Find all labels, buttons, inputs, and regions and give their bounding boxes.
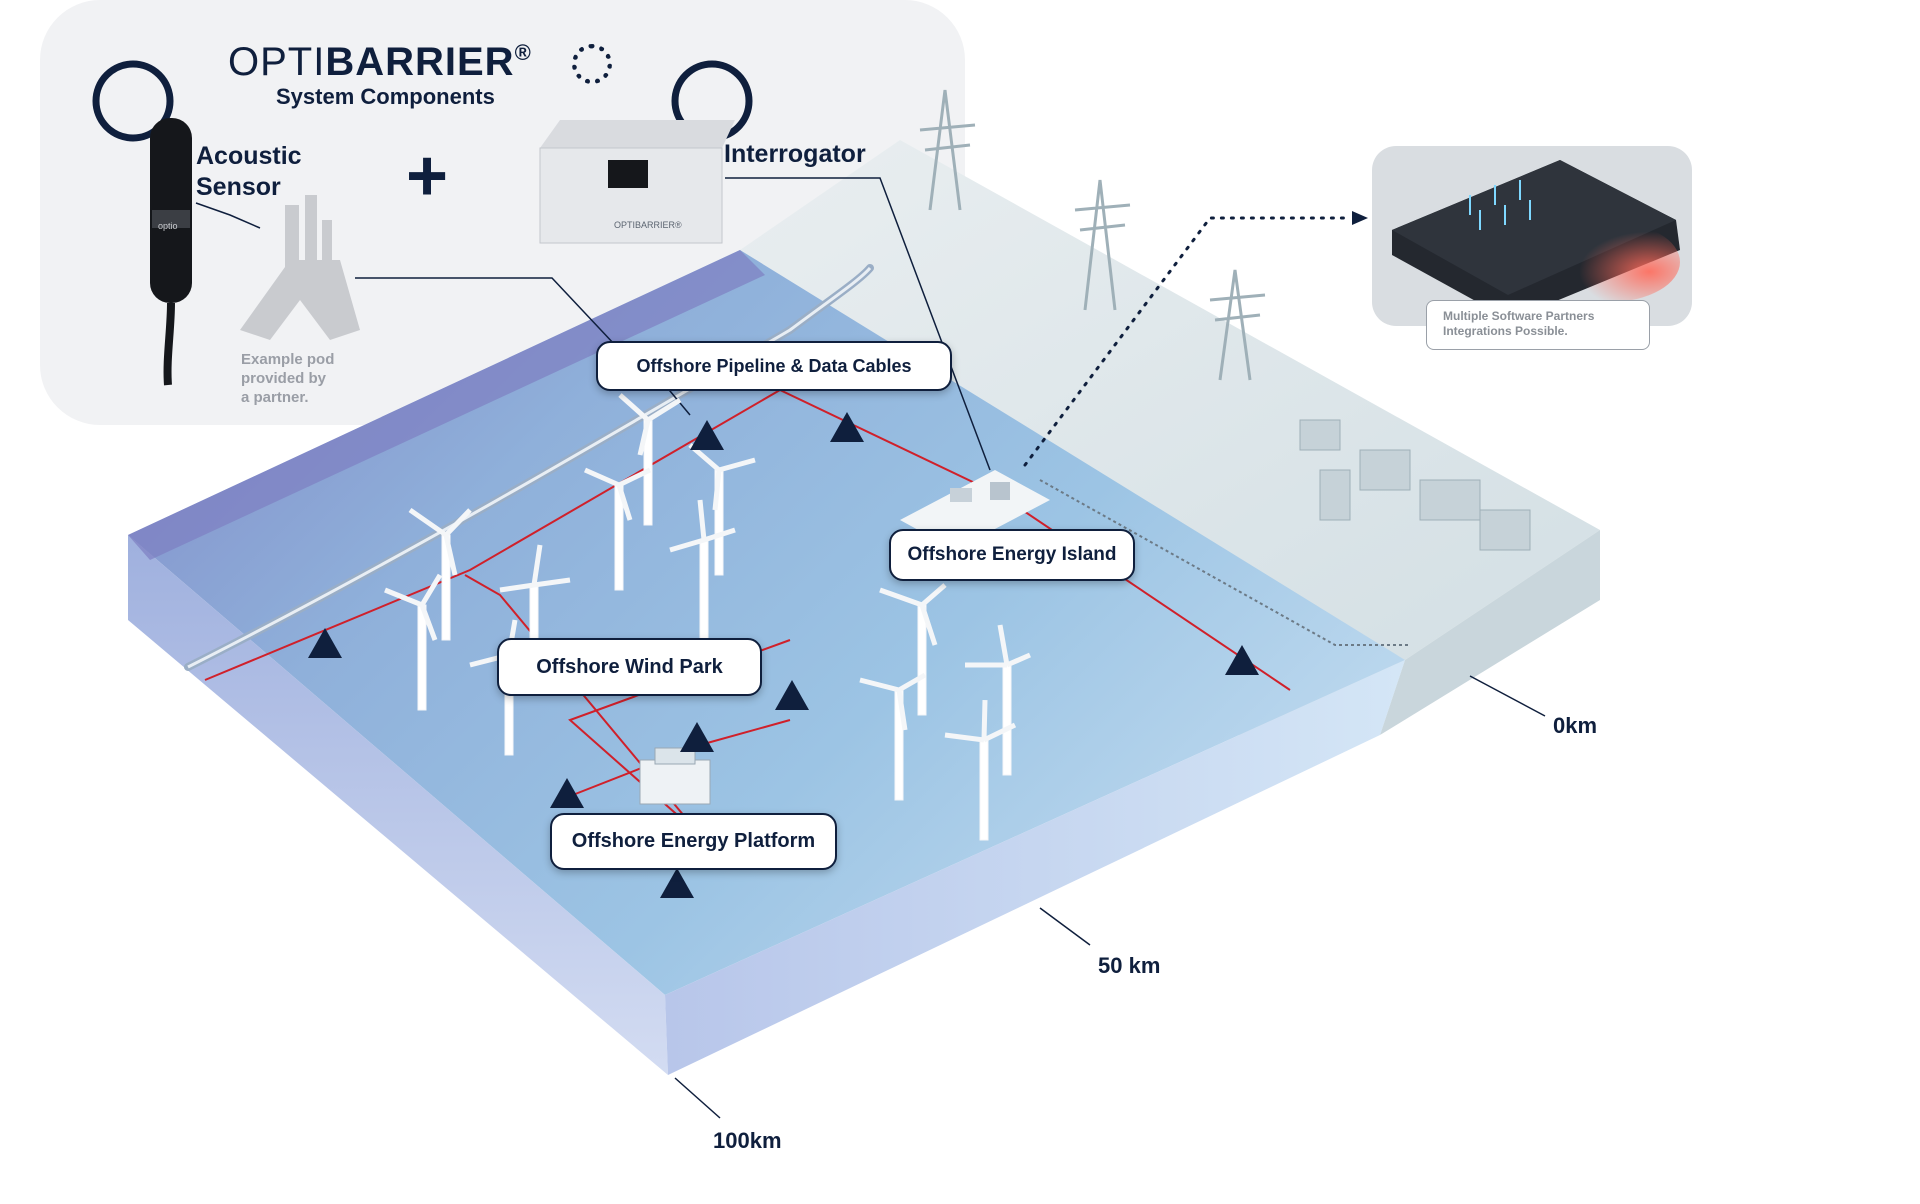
example-pod-image bbox=[240, 195, 360, 340]
logo-ring-icon bbox=[572, 44, 612, 84]
pipeline-label: Offshore Pipeline & Data Cables bbox=[596, 341, 952, 391]
dotted-connector bbox=[1023, 216, 1352, 467]
land-cable bbox=[1039, 479, 1410, 646]
software-partner-visual bbox=[1372, 146, 1692, 326]
software-partners-note: Multiple Software Partners Integrations … bbox=[1426, 300, 1650, 350]
example-pod-note: Example pod provided by a partner. bbox=[241, 350, 334, 407]
acoustic-label-line2: Sensor bbox=[196, 173, 281, 201]
wind-park-label: Offshore Wind Park bbox=[497, 638, 762, 696]
sensor-brand: optio bbox=[158, 221, 178, 231]
acoustic-label-line1: Acoustic bbox=[196, 142, 302, 170]
sensor-pods bbox=[308, 412, 1259, 898]
distance-0km: 0km bbox=[1553, 713, 1598, 738]
plus-sign: + bbox=[406, 136, 449, 216]
acoustic-sensor-image bbox=[92, 60, 192, 386]
connector-arrowhead bbox=[1352, 211, 1368, 225]
acoustic-sensor-label: Acoustic Sensor bbox=[196, 141, 302, 203]
logo-mark: ® bbox=[514, 40, 532, 65]
energy-platform-label: Offshore Energy Platform bbox=[550, 813, 837, 870]
optibarrier-logo: OPTIBARRIER® bbox=[228, 40, 532, 85]
leader-lines bbox=[195, 177, 1546, 1119]
distance-100km: 100km bbox=[713, 1128, 782, 1153]
logo-prefix: OPTI bbox=[228, 40, 326, 84]
pod-note-line3: a partner. bbox=[241, 389, 309, 406]
interrogator-label: Interrogator bbox=[724, 140, 866, 168]
substation bbox=[1299, 419, 1531, 551]
partners-line2: Integrations Possible. bbox=[1443, 324, 1568, 338]
panel-subtitle: System Components bbox=[276, 84, 495, 109]
interrogator-image bbox=[539, 60, 753, 244]
interrogator-brand: OPTIBARRIER® bbox=[614, 220, 682, 230]
pod-note-line1: Example pod bbox=[241, 351, 335, 368]
power-pylons bbox=[919, 89, 1266, 381]
energy-platform-structure bbox=[639, 747, 711, 805]
sea-block bbox=[128, 250, 1405, 1075]
pod-note-line2: provided by bbox=[241, 370, 327, 387]
distance-50km: 50 km bbox=[1098, 953, 1161, 978]
partners-line1: Multiple Software Partners bbox=[1443, 309, 1595, 323]
logo-main: BARRIER bbox=[325, 40, 515, 84]
energy-island-label: Offshore Energy Island bbox=[889, 529, 1135, 581]
